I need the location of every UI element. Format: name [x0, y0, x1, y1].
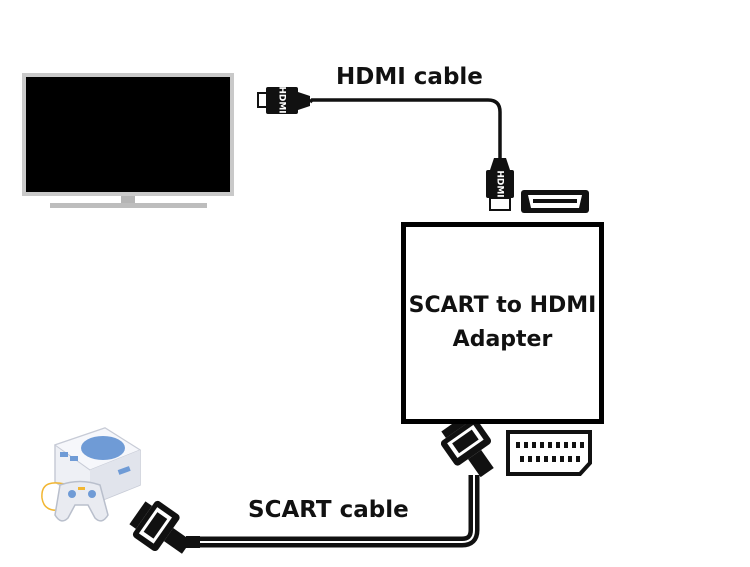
hdmi-plug-tv-icon: HDMI — [257, 86, 310, 114]
scart-cable-label: SCART cable — [248, 497, 409, 523]
tv-icon — [22, 73, 234, 208]
scart-plug-console-neck — [186, 536, 200, 548]
adapter-label-line2: Adapter — [452, 327, 553, 352]
scart-plug-console-icon — [129, 500, 192, 554]
scart-plug-adapter-icon — [440, 415, 494, 478]
hdmi-plug-tv-text: HDMI — [277, 86, 287, 113]
hdmi-cable-label: HDMI cable — [336, 64, 483, 90]
hdmi-port-icon — [521, 190, 589, 213]
scart-to-hdmi-adapter: SCART to HDMI Adapter — [401, 222, 604, 424]
hdmi-plug-adapter-icon: HDMI — [486, 158, 514, 211]
scart-port-icon — [506, 430, 592, 476]
game-controller-icon — [41, 480, 109, 522]
hdmi-cable — [308, 98, 502, 158]
hdmi-plug-adapter-text: HDMI — [495, 170, 505, 197]
scart-cable — [195, 475, 480, 548]
adapter-label-line1: SCART to HDMI — [408, 293, 597, 318]
